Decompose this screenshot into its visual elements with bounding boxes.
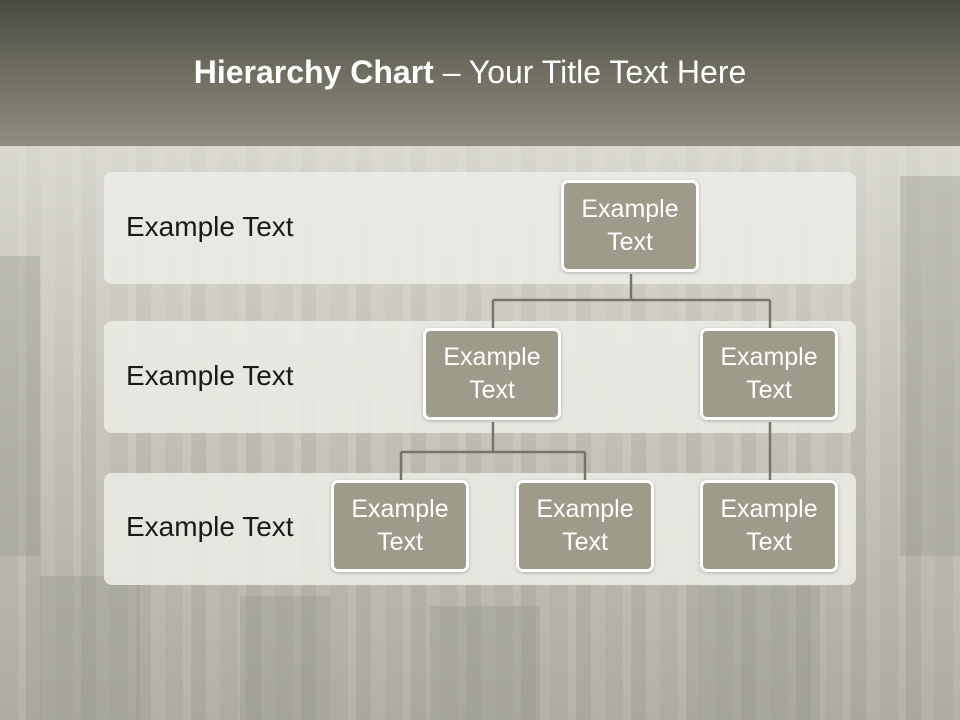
node-left-child-1: Example Text	[331, 480, 469, 572]
level-band-1	[104, 172, 856, 284]
building-shape	[40, 576, 140, 720]
title-bar	[0, 0, 960, 146]
node-left: Example Text	[423, 328, 561, 420]
node-root: Example Text	[561, 180, 699, 272]
level-label-2: Example Text	[126, 360, 294, 391]
node-right-child-1: Example Text	[700, 480, 838, 572]
node-left-child-2: Example Text	[516, 480, 654, 572]
building-shape	[900, 176, 960, 556]
slide-title: Hierarchy Chart – Your Title Text Here	[0, 54, 940, 91]
building-shape	[240, 596, 330, 720]
building-shape	[0, 256, 40, 556]
title-rest: – Your Title Text Here	[433, 54, 747, 90]
node-right: Example Text	[700, 328, 838, 420]
title-bold: Hierarchy Chart	[193, 54, 434, 90]
level-label-1: Example Text	[126, 211, 294, 242]
level-label-3: Example Text	[126, 511, 294, 542]
building-shape	[700, 586, 820, 720]
building-shape	[430, 606, 540, 720]
